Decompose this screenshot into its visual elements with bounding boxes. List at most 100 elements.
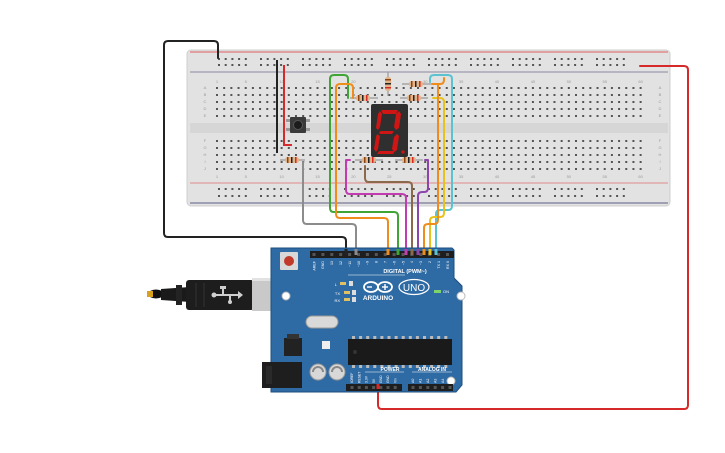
rail-hole[interactable] bbox=[567, 195, 570, 197]
rail-hole[interactable] bbox=[280, 58, 283, 60]
terminal-hole[interactable] bbox=[266, 168, 269, 170]
wire-black-gnd[interactable] bbox=[163, 40, 347, 251]
terminal-hole[interactable] bbox=[560, 115, 563, 117]
terminal-hole[interactable] bbox=[309, 168, 312, 170]
terminal-hole[interactable] bbox=[589, 108, 592, 110]
terminal-hole[interactable] bbox=[567, 154, 570, 156]
terminal-hole[interactable] bbox=[244, 94, 247, 96]
rail-hole[interactable] bbox=[622, 64, 625, 66]
rail-hole[interactable] bbox=[476, 195, 479, 197]
rail-hole[interactable] bbox=[399, 58, 402, 60]
rail-hole[interactable] bbox=[525, 58, 528, 60]
terminal-hole[interactable] bbox=[531, 101, 534, 103]
rail-hole[interactable] bbox=[231, 58, 234, 60]
terminal-hole[interactable] bbox=[294, 94, 297, 96]
terminal-hole[interactable] bbox=[251, 101, 254, 103]
terminal-hole[interactable] bbox=[244, 87, 247, 89]
terminal-hole[interactable] bbox=[460, 101, 463, 103]
terminal-hole[interactable] bbox=[625, 108, 628, 110]
rail-hole[interactable] bbox=[364, 188, 367, 190]
rail-hole[interactable] bbox=[406, 64, 409, 66]
terminal-hole[interactable] bbox=[639, 168, 642, 170]
terminal-hole[interactable] bbox=[582, 140, 585, 142]
terminal-hole[interactable] bbox=[309, 101, 312, 103]
terminal-hole[interactable] bbox=[546, 154, 549, 156]
rail-hole[interactable] bbox=[357, 64, 360, 66]
rail-hole[interactable] bbox=[496, 64, 499, 66]
terminal-hole[interactable] bbox=[345, 108, 348, 110]
terminal-hole[interactable] bbox=[632, 161, 635, 163]
terminal-hole[interactable] bbox=[460, 147, 463, 149]
rail-hole[interactable] bbox=[308, 58, 311, 60]
rail-hole[interactable] bbox=[386, 195, 388, 197]
rail-hole[interactable] bbox=[609, 58, 612, 60]
terminal-hole[interactable] bbox=[560, 108, 563, 110]
terminal-hole[interactable] bbox=[524, 87, 527, 89]
terminal-hole[interactable] bbox=[338, 154, 341, 156]
terminal-hole[interactable] bbox=[460, 168, 463, 170]
terminal-hole[interactable] bbox=[539, 140, 542, 142]
terminal-hole[interactable] bbox=[567, 147, 570, 149]
terminal-hole[interactable] bbox=[230, 108, 233, 110]
terminal-hole[interactable] bbox=[366, 115, 369, 117]
rail-hole[interactable] bbox=[322, 64, 325, 66]
rail-hole[interactable] bbox=[538, 64, 541, 66]
terminal-hole[interactable] bbox=[560, 140, 563, 142]
terminal-hole[interactable] bbox=[223, 168, 226, 170]
rail-hole[interactable] bbox=[350, 188, 353, 190]
digital-pin-hole[interactable] bbox=[419, 253, 423, 256]
rail-hole[interactable] bbox=[518, 58, 521, 60]
terminal-hole[interactable] bbox=[596, 115, 599, 117]
rail-hole[interactable] bbox=[602, 58, 605, 60]
terminal-hole[interactable] bbox=[481, 147, 484, 149]
terminal-hole[interactable] bbox=[366, 101, 369, 103]
terminal-hole[interactable] bbox=[323, 140, 326, 142]
rail-hole[interactable] bbox=[266, 64, 269, 66]
usb-cable-icon[interactable] bbox=[147, 278, 289, 311]
terminal-hole[interactable] bbox=[445, 161, 448, 163]
resistor-7[interactable] bbox=[280, 157, 305, 163]
terminal-hole[interactable] bbox=[639, 108, 642, 110]
terminal-hole[interactable] bbox=[251, 168, 254, 170]
rail-hole[interactable] bbox=[616, 188, 619, 190]
terminal-hole[interactable] bbox=[567, 161, 570, 163]
terminal-hole[interactable] bbox=[618, 140, 621, 142]
terminal-hole[interactable] bbox=[575, 147, 577, 149]
terminal-hole[interactable] bbox=[366, 168, 369, 170]
terminal-hole[interactable] bbox=[266, 140, 269, 142]
terminal-hole[interactable] bbox=[582, 108, 585, 110]
terminal-hole[interactable] bbox=[230, 87, 233, 89]
terminal-hole[interactable] bbox=[589, 101, 592, 103]
terminal-hole[interactable] bbox=[424, 94, 427, 96]
terminal-hole[interactable] bbox=[546, 115, 549, 117]
terminal-hole[interactable] bbox=[603, 147, 606, 149]
terminal-hole[interactable] bbox=[323, 147, 326, 149]
terminal-hole[interactable] bbox=[582, 94, 585, 96]
terminal-hole[interactable] bbox=[424, 140, 427, 142]
rail-hole[interactable] bbox=[616, 64, 619, 66]
terminal-hole[interactable] bbox=[582, 161, 585, 163]
terminal-hole[interactable] bbox=[553, 161, 556, 163]
rail-hole[interactable] bbox=[218, 195, 220, 197]
rail-hole[interactable] bbox=[512, 58, 514, 60]
terminal-hole[interactable] bbox=[417, 108, 420, 110]
wire-gray[interactable] bbox=[302, 161, 357, 251]
rail-hole[interactable] bbox=[470, 195, 472, 197]
terminal-hole[interactable] bbox=[517, 168, 520, 170]
terminal-hole[interactable] bbox=[323, 168, 326, 170]
terminal-hole[interactable] bbox=[560, 154, 563, 156]
terminal-hole[interactable] bbox=[381, 87, 384, 89]
rail-hole[interactable] bbox=[567, 58, 570, 60]
rail-hole[interactable] bbox=[518, 195, 521, 197]
terminal-hole[interactable] bbox=[309, 115, 312, 117]
rail-hole[interactable] bbox=[224, 195, 227, 197]
terminal-hole[interactable] bbox=[460, 115, 463, 117]
terminal-hole[interactable] bbox=[330, 108, 333, 110]
terminal-hole[interactable] bbox=[539, 115, 542, 117]
terminal-hole[interactable] bbox=[445, 168, 448, 170]
terminal-hole[interactable] bbox=[618, 87, 621, 89]
rail-hole[interactable] bbox=[602, 188, 605, 190]
rail-hole[interactable] bbox=[406, 58, 409, 60]
terminal-hole[interactable] bbox=[488, 108, 491, 110]
rail-hole[interactable] bbox=[322, 188, 325, 190]
